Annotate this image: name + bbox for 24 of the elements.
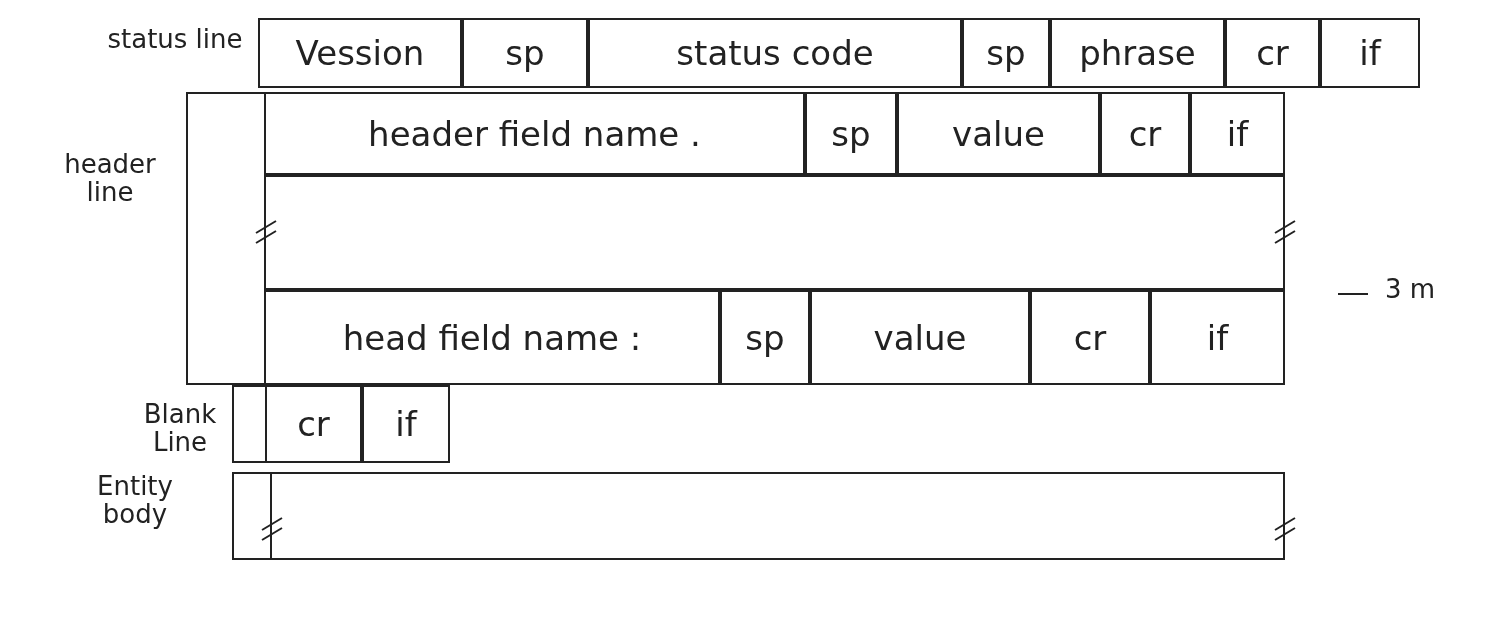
field-cell: if	[362, 385, 450, 463]
field-cell: sp	[720, 290, 810, 385]
field-cell: sp	[462, 18, 588, 88]
field-cell: value	[810, 290, 1030, 385]
field-cell: cr	[265, 385, 362, 463]
field-cell: header field name .	[264, 92, 805, 175]
field-cell: sp	[962, 18, 1050, 88]
field-cell: cr	[1100, 92, 1190, 175]
row-label: Entity body	[96, 472, 174, 528]
field-cell: if	[1150, 290, 1285, 385]
field-cell: sp	[805, 92, 897, 175]
row-label: Blank Line	[142, 400, 218, 456]
field-cell: head field name :	[264, 290, 720, 385]
field-cell: cr	[1225, 18, 1320, 88]
field-cell: Vession	[258, 18, 462, 88]
field-cell: if	[1190, 92, 1285, 175]
field-cell: if	[1320, 18, 1420, 88]
field-cell: status code	[588, 18, 962, 88]
field-cell: phrase	[1050, 18, 1225, 88]
row-label: 3 m	[1383, 275, 1437, 303]
row-label: header line	[63, 150, 157, 206]
field-cell: value	[897, 92, 1100, 175]
row-label: status line	[106, 25, 244, 53]
field-cell: cr	[1030, 290, 1150, 385]
